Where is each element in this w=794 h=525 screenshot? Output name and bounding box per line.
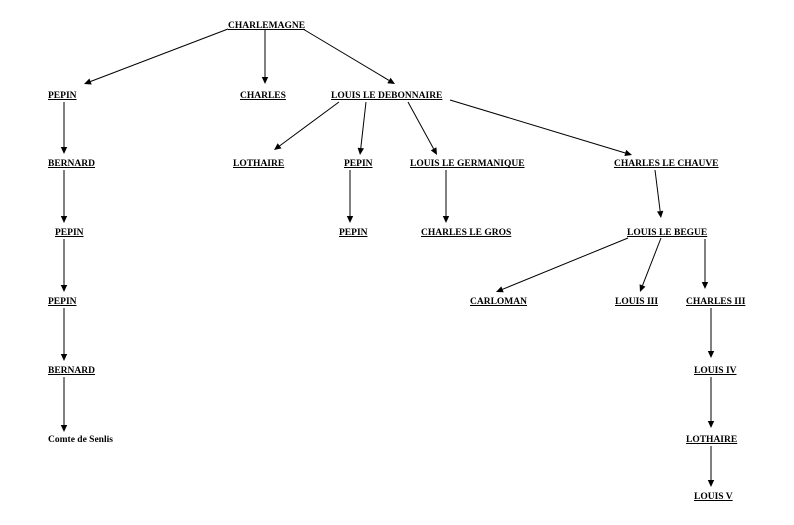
node-pepin-4: PEPIN	[339, 228, 368, 238]
arrowhead-icon	[707, 421, 715, 428]
node-label: CHARLEMAGNE	[228, 21, 305, 31]
arrowhead-icon	[639, 284, 646, 292]
edge-louis-le-debonnaire-to-louis-le-germanique	[407, 101, 437, 155]
node-louis-iii: LOUIS III	[615, 297, 658, 307]
edges-layer	[60, 28, 715, 487]
node-bernard-1: BERNARD	[48, 159, 95, 169]
edge-louis-le-debonnaire-to-charles-le-chauve	[449, 99, 632, 156]
edge-louis-iv-to-lothaire-2	[707, 377, 715, 428]
node-pepin-1: PEPIN	[48, 91, 77, 101]
arrowhead-icon	[701, 282, 709, 289]
node-pepin-2: PEPIN	[344, 159, 373, 169]
arrowhead-icon	[84, 78, 92, 85]
node-charles-1: CHARLES	[240, 91, 286, 101]
arrowhead-icon	[60, 285, 68, 292]
node-label: Comte de Senlis	[48, 435, 113, 445]
node-charlemagne: CHARLEMAGNE	[228, 21, 306, 31]
node-label: PEPIN	[55, 228, 84, 238]
edge-louis-le-debonnaire-to-lothaire-1	[274, 101, 340, 150]
edge-pepin-2-to-pepin-4	[346, 170, 354, 223]
edge-bernard-2-to-comte-de-senlis	[60, 377, 68, 432]
node-bernard-2: BERNARD	[48, 366, 95, 376]
node-label: LOUIS LE BEGUE	[627, 228, 707, 238]
node-louis-le-debonnaire: LOUIS LE DEBONNAIRE	[331, 91, 443, 101]
node-label: LOUIS V	[694, 492, 733, 502]
edge-line	[360, 101, 367, 149]
node-carloman: CARLOMAN	[470, 297, 527, 307]
arrowhead-icon	[387, 77, 395, 84]
node-label: CHARLES	[240, 91, 286, 101]
edge-lothaire-2-to-louis-v	[707, 446, 715, 487]
edge-louis-le-begue-to-louis-iii	[639, 237, 662, 292]
edge-pepin-5-to-bernard-2	[60, 308, 68, 361]
edge-charlemagne-to-pepin-1	[84, 28, 229, 85]
node-label: PEPIN	[48, 91, 77, 101]
edge-louis-le-germanique-to-charles-le-gros	[442, 170, 450, 223]
node-charles-le-chauve: CHARLES LE CHAUVE	[614, 159, 719, 169]
edge-louis-le-debonnaire-to-pepin-2	[357, 101, 367, 155]
arrowhead-icon	[274, 143, 282, 150]
node-label: LOUIS LE GERMANIQUE	[410, 159, 525, 169]
arrowhead-icon	[357, 147, 364, 155]
arrowhead-icon	[261, 77, 269, 84]
edge-line	[302, 28, 390, 81]
edge-bernard-1-to-pepin-3	[60, 170, 68, 223]
node-label: CHARLES LE GROS	[421, 228, 511, 238]
node-charles-le-gros: CHARLES LE GROS	[421, 228, 512, 238]
arrowhead-icon	[60, 216, 68, 223]
node-label: PEPIN	[48, 297, 77, 307]
edge-charles-le-chauve-to-louis-le-begue	[654, 169, 664, 218]
arrowhead-icon	[707, 480, 715, 487]
node-label: CHARLES LE CHAUVE	[614, 159, 719, 169]
edge-line	[449, 99, 626, 154]
node-charles-iii: CHARLES III	[686, 297, 746, 307]
arrowhead-icon	[346, 216, 354, 223]
edge-line	[407, 101, 435, 150]
edge-line	[90, 28, 229, 82]
arrowhead-icon	[496, 286, 504, 293]
edge-charlemagne-to-louis-le-debonnaire	[302, 28, 395, 84]
node-label: PEPIN	[344, 159, 373, 169]
node-comte-de-senlis: Comte de Senlis	[48, 435, 113, 445]
arrowhead-icon	[60, 147, 68, 154]
nodes-layer: CHARLEMAGNE PEPIN CHARLES LOUIS LE DEBONNAI…	[48, 21, 746, 502]
edge-line	[502, 237, 629, 290]
edge-line	[642, 237, 662, 286]
node-label: CHARLES III	[686, 297, 746, 307]
node-label: LOUIS III	[615, 297, 658, 307]
node-label: CARLOMAN	[470, 297, 527, 307]
node-louis-le-begue: LOUIS LE BEGUE	[627, 228, 708, 238]
node-pepin-5: PEPIN	[48, 297, 77, 307]
edge-line	[279, 101, 340, 147]
node-lothaire-1: LOTHAIRE	[233, 159, 285, 169]
node-lothaire-2: LOTHAIRE	[686, 435, 738, 445]
edge-louis-le-begue-to-carloman	[496, 237, 629, 293]
node-label: LOTHAIRE	[686, 435, 737, 445]
node-label: LOTHAIRE	[233, 159, 284, 169]
edge-charles-iii-to-louis-iv	[707, 308, 715, 358]
node-louis-v: LOUIS V	[694, 492, 733, 502]
node-label: BERNARD	[48, 366, 95, 376]
arrowhead-icon	[60, 354, 68, 361]
node-pepin-3: PEPIN	[55, 228, 84, 238]
arrowhead-icon	[657, 210, 664, 218]
node-label: BERNARD	[48, 159, 95, 169]
arrowhead-icon	[707, 351, 715, 358]
node-label: LOUIS IV	[694, 366, 737, 376]
arrowhead-icon	[442, 216, 450, 223]
edge-pepin-3-to-pepin-5	[60, 239, 68, 292]
node-label: LOUIS LE DEBONNAIRE	[331, 91, 442, 101]
edge-charlemagne-to-charles-1	[261, 29, 269, 84]
node-louis-le-germanique: LOUIS LE GERMANIQUE	[410, 159, 525, 169]
arrowhead-icon	[624, 149, 632, 156]
edge-pepin-1-to-bernard-1	[60, 102, 68, 154]
arrowhead-icon	[60, 425, 68, 432]
edge-louis-le-begue-to-charles-iii	[701, 239, 709, 289]
node-louis-iv: LOUIS IV	[694, 366, 737, 376]
arrowhead-icon	[430, 147, 437, 155]
edge-line	[654, 169, 661, 212]
node-label: PEPIN	[339, 228, 368, 238]
